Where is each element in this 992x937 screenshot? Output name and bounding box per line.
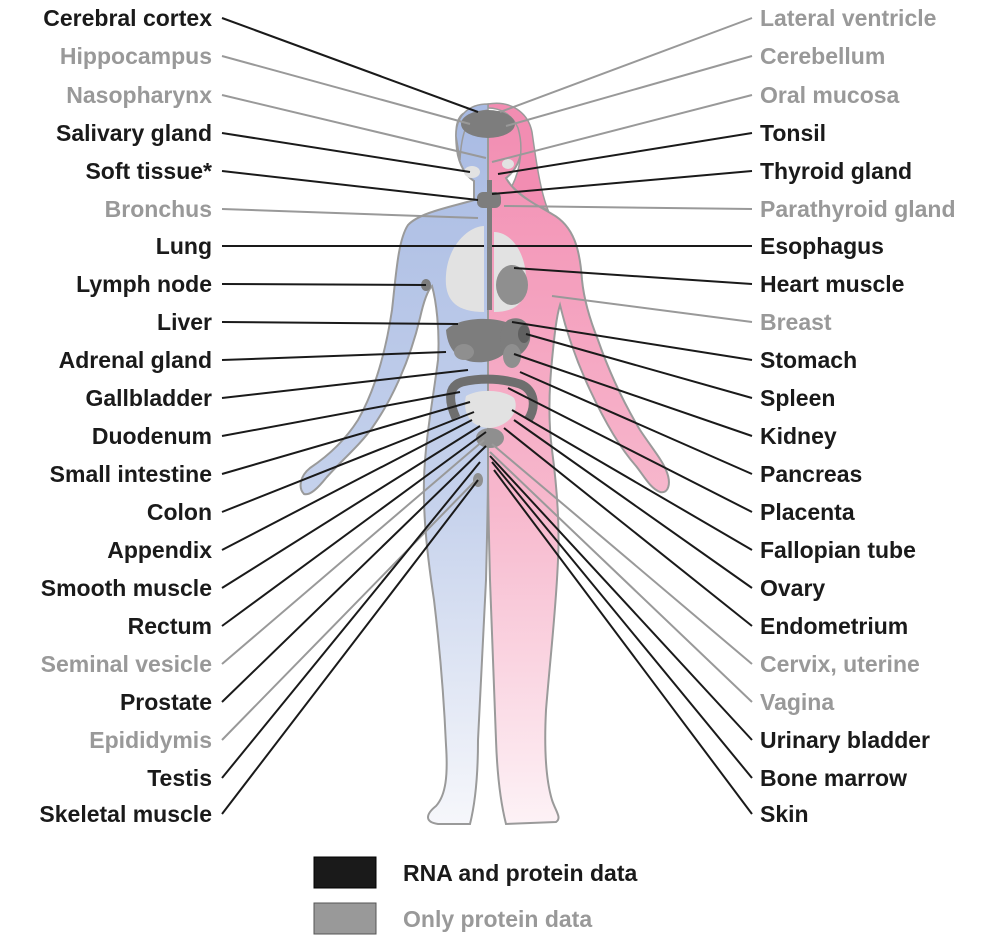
label-appendix: Appendix: [107, 537, 212, 563]
label-gallbladder: Gallbladder: [85, 385, 212, 411]
label-soft-tissue: Soft tissue*: [85, 158, 212, 184]
legend-swatch-protein: [314, 903, 376, 934]
legend: RNA and protein data Only protein data: [314, 857, 637, 934]
leader-line-left: [222, 392, 460, 436]
label-colon: Colon: [147, 499, 212, 525]
label-parathyroid-gland: Parathyroid gland: [760, 196, 956, 222]
legend-swatch-rna: [314, 857, 376, 888]
label-breast: Breast: [760, 309, 832, 335]
leader-line-left: [222, 322, 458, 324]
label-vagina: Vagina: [760, 689, 834, 715]
label-spleen: Spleen: [760, 385, 835, 411]
leader-line-left: [222, 171, 478, 200]
label-bronchus: Bronchus: [105, 196, 212, 222]
legend-label-protein: Only protein data: [403, 906, 592, 932]
label-epididymis: Epididymis: [89, 727, 212, 753]
leader-line-right: [506, 56, 752, 126]
label-tonsil: Tonsil: [760, 120, 826, 146]
label-endometrium: Endometrium: [760, 613, 908, 639]
label-cerebellum: Cerebellum: [760, 43, 885, 69]
label-lung: Lung: [156, 233, 212, 259]
label-liver: Liver: [157, 309, 212, 335]
male-body-half: [301, 112, 488, 824]
leader-line-left: [222, 18, 478, 112]
leader-line-left: [222, 133, 470, 172]
leader-line-right: [500, 18, 752, 112]
label-kidney: Kidney: [760, 423, 837, 449]
label-smooth-muscle: Smooth muscle: [41, 575, 212, 601]
label-cervix-uterine: Cervix, uterine: [760, 651, 920, 677]
label-heart-muscle: Heart muscle: [760, 271, 904, 297]
leader-line-left: [222, 284, 426, 285]
bladder-organ: [476, 428, 504, 448]
label-ovary: Ovary: [760, 575, 825, 601]
label-small-intestine: Small intestine: [50, 461, 212, 487]
label-lymph-node: Lymph node: [76, 271, 212, 297]
label-lateral-ventricle: Lateral ventricle: [760, 5, 936, 31]
leader-line-right: [498, 133, 752, 174]
label-esophagus: Esophagus: [760, 233, 884, 259]
leader-line-left: [222, 56, 470, 124]
label-fallopian-tube: Fallopian tube: [760, 537, 916, 563]
label-bone-marrow: Bone marrow: [760, 765, 907, 791]
heart-organ: [496, 265, 528, 305]
label-stomach: Stomach: [760, 347, 857, 373]
label-urinary-bladder: Urinary bladder: [760, 727, 930, 753]
label-salivary-gland: Salivary gland: [56, 120, 212, 146]
label-oral-mucosa: Oral mucosa: [760, 82, 900, 108]
leader-line-left: [222, 370, 468, 398]
label-skeletal-muscle: Skeletal muscle: [39, 801, 212, 827]
left-label-column: Cerebral cortex Hippocampus Nasopharynx …: [39, 5, 212, 827]
leader-line-left: [222, 352, 446, 360]
leader-line-left: [222, 95, 486, 158]
leader-line-right: [526, 334, 752, 398]
body-silhouette: [301, 103, 669, 824]
right-label-column: Lateral ventricle Cerebellum Oral mucosa…: [760, 5, 956, 827]
label-rectum: Rectum: [128, 613, 212, 639]
label-pancreas: Pancreas: [760, 461, 862, 487]
female-body-half: [488, 112, 669, 824]
esophagus-organ: [487, 180, 492, 310]
label-cerebral-cortex: Cerebral cortex: [43, 5, 212, 31]
label-testis: Testis: [147, 765, 212, 791]
label-adrenal-gland: Adrenal gland: [59, 347, 212, 373]
label-hippocampus: Hippocampus: [60, 43, 212, 69]
adrenal-organ: [454, 344, 474, 360]
label-nasopharynx: Nasopharynx: [66, 82, 212, 108]
label-seminal-vesicle: Seminal vesicle: [41, 651, 212, 677]
label-prostate: Prostate: [120, 689, 212, 715]
label-skin: Skin: [760, 801, 809, 827]
label-placenta: Placenta: [760, 499, 855, 525]
label-thyroid-gland: Thyroid gland: [760, 158, 912, 184]
legend-label-rna: RNA and protein data: [403, 860, 637, 886]
label-duodenum: Duodenum: [92, 423, 212, 449]
tonsil-organ: [502, 159, 514, 169]
